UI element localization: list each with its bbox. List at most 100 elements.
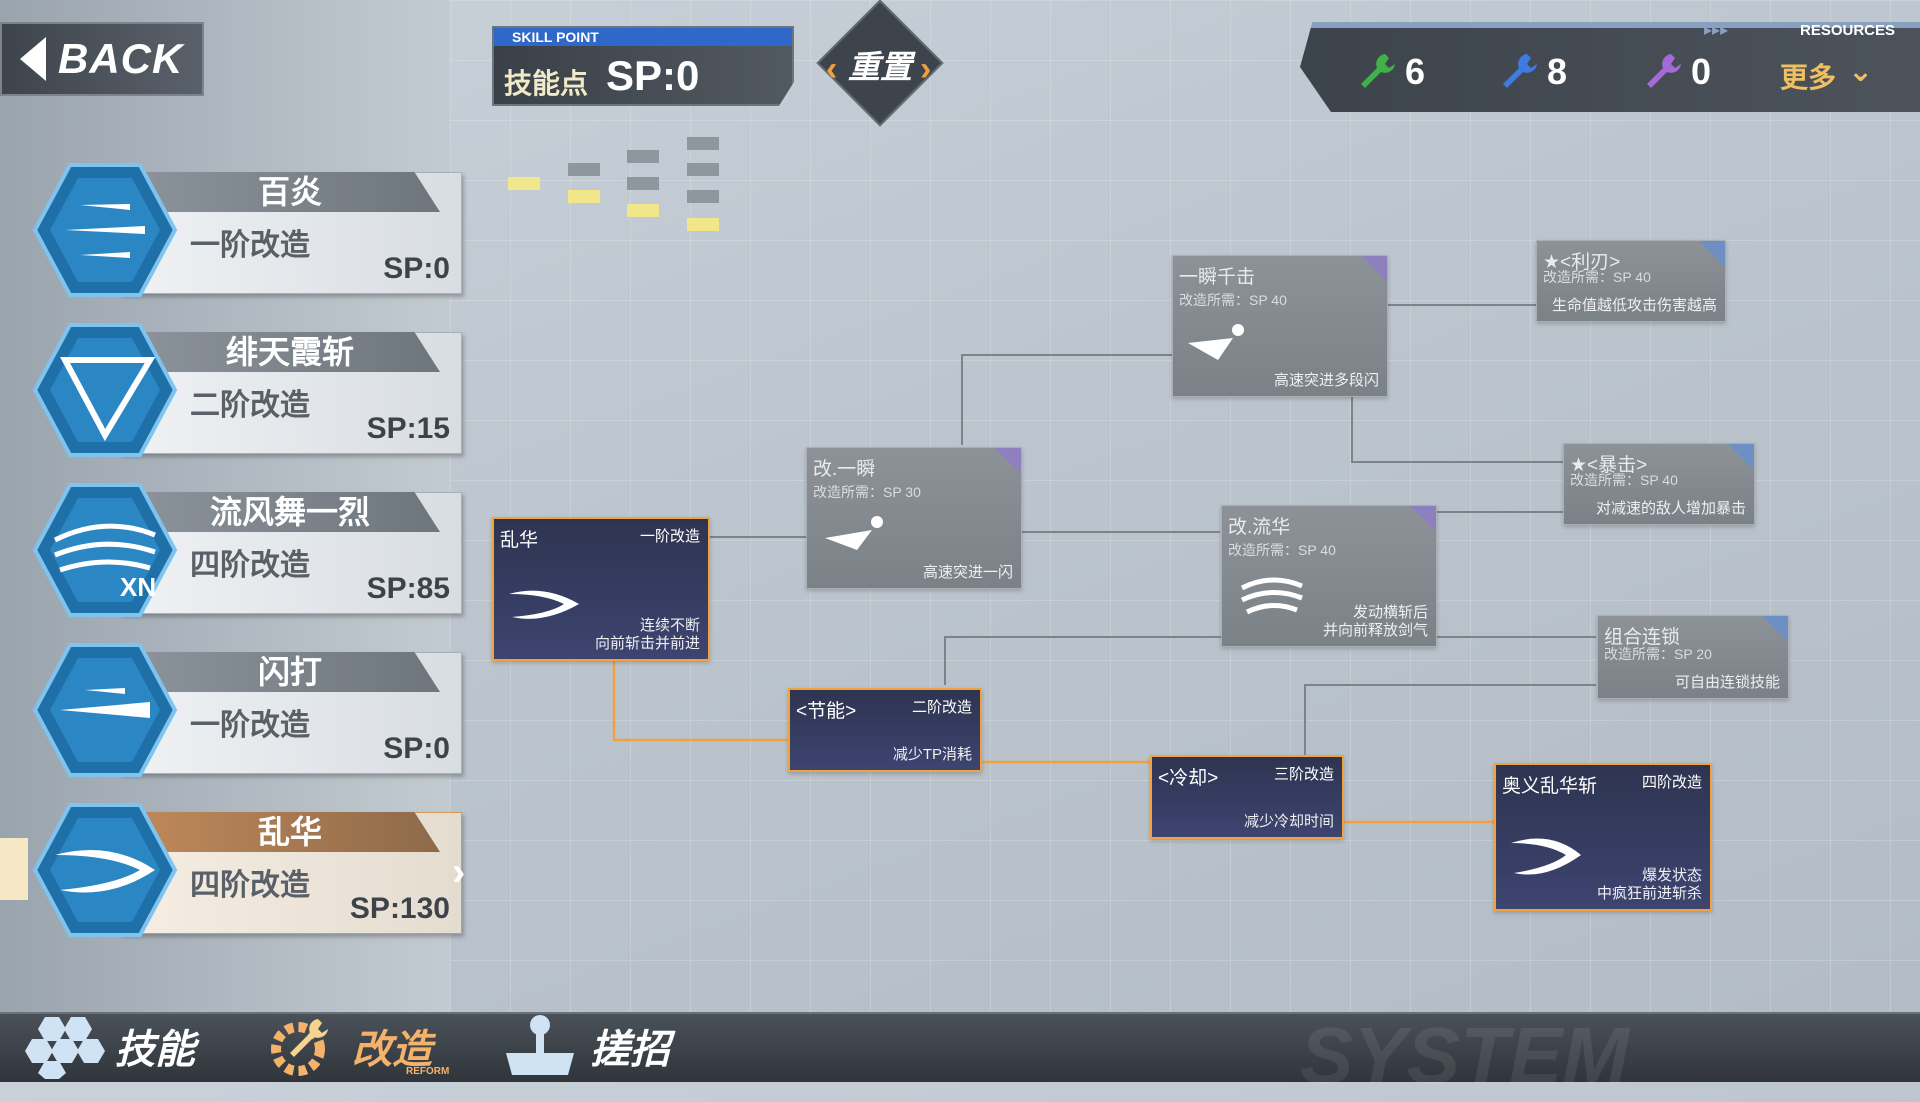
minimap-node — [627, 150, 659, 163]
resource-green[interactable]: 6 — [1355, 50, 1425, 94]
skill-card-feitian[interactable]: 绯天霞斩 二阶改造 SP:15 — [30, 320, 462, 460]
wrench-icon — [1361, 256, 1387, 282]
skill-card-shanda[interactable]: 闪打 一阶改造 SP:0 — [30, 640, 462, 780]
node-lengque[interactable]: <冷却> 三阶改造 减少冷却时间 — [1150, 755, 1344, 839]
sp-tag: SKILL POINT — [512, 29, 599, 45]
wrench-icon — [1762, 616, 1788, 642]
node-cost: 改造所需：SP 40 — [1570, 472, 1678, 488]
hexagon-cluster-icon — [25, 1017, 105, 1079]
node-title: <冷却> — [1158, 768, 1219, 789]
minimap-node — [627, 204, 659, 217]
wrench-icon — [1410, 506, 1436, 532]
desc-line: 连续不断 — [639, 617, 700, 634]
reset-left-arrow-icon: ‹ — [826, 50, 838, 88]
resource-blue[interactable]: 8 — [1497, 50, 1567, 94]
desc-line: 向前斩击并前进 — [594, 635, 700, 652]
skill-card-baiyan[interactable]: 百炎 一阶改造 SP:0 — [30, 160, 462, 300]
chevron-down-icon: ⌄ — [1848, 55, 1874, 88]
nav-skill[interactable]: 技能 — [25, 1012, 195, 1080]
resource-count: 6 — [1405, 51, 1426, 92]
node-tier: 四阶改造 — [1641, 774, 1702, 791]
joystick-icon — [506, 1015, 574, 1075]
minimap-node — [687, 218, 719, 231]
node-desc: 减少TP消耗 — [892, 746, 972, 763]
node-gai-liuhua[interactable]: 改.流华 改造所需：SP 40 发动横斩后 并向前释放剑气 — [1221, 505, 1437, 647]
desc-line: 并向前释放剑气 — [1322, 622, 1428, 639]
skill-sp: SP:130 — [349, 892, 450, 925]
nav-combo[interactable]: 搓招 — [500, 1012, 670, 1080]
wind-slash-icon — [1240, 577, 1303, 615]
skill-card-liufeng[interactable]: 流风舞一烈 四阶改造 SP:85 XN — [30, 480, 462, 620]
resources-panel — [1300, 22, 1920, 112]
resource-count: 8 — [1547, 51, 1568, 92]
node-cost: 改造所需：SP 20 — [1604, 646, 1712, 662]
back-label: BACK — [58, 35, 184, 82]
skill-card-luanhua[interactable]: 乱华 四阶改造 SP:130 — [30, 800, 462, 940]
node-lirenn[interactable]: ★<利刃> 改造所需：SP 40 生命值越低攻击伤害越高 — [1536, 240, 1726, 322]
node-desc: 爆发状态 中疯狂前进斩杀 — [1597, 867, 1702, 903]
node-aoyi-luanhua[interactable]: 奥义乱华斩 四阶改造 爆发状态 中疯狂前进斩杀 — [1494, 763, 1712, 911]
wrench-icon — [995, 448, 1021, 474]
node-zuhe-liansuo[interactable]: 组合连锁 改造所需：SP 20 可自由连锁技能 — [1597, 615, 1789, 699]
node-title: ★<利刃> — [1543, 252, 1621, 273]
green-wrench-icon — [1361, 54, 1395, 88]
node-baoji[interactable]: ★<暴击> 改造所需：SP 40 对减速的敌人增加暴击 — [1563, 443, 1755, 525]
node-cost: 改造所需：SP 40 — [1228, 542, 1336, 558]
nav-label: 技能 — [115, 1028, 195, 1072]
node-desc: 生命值越低攻击伤害越高 — [1551, 297, 1717, 314]
dash-figure-icon — [825, 516, 883, 550]
reset-label[interactable]: 重置 — [847, 49, 912, 85]
back-button[interactable]: BACK — [0, 22, 204, 96]
node-jieneng[interactable]: <节能> 二阶改造 减少TP消耗 — [788, 688, 982, 772]
skill-hex-icon — [32, 163, 178, 297]
skill-name: 绯天霞斩 — [225, 334, 354, 370]
gear-icon — [1699, 241, 1725, 267]
skill-sp: SP:15 — [366, 412, 450, 445]
card-name-bar — [120, 172, 440, 212]
minimap-node — [687, 190, 719, 203]
skill-tier: 二阶改造 — [190, 389, 310, 422]
node-title: 乱华 — [500, 530, 539, 551]
resource-purple[interactable]: 0 — [1641, 50, 1711, 94]
skill-hex-icon — [32, 483, 178, 617]
skill-name: 乱华 — [257, 814, 322, 850]
node-gai-yishun[interactable]: 改.一瞬 改造所需：SP 30 高速突进一闪 — [806, 447, 1022, 589]
node-title: 一瞬千击 — [1179, 267, 1256, 288]
node-desc: 发动横斩后 并向前释放剑气 — [1323, 604, 1428, 640]
skill-sp: SP:0 — [383, 252, 450, 285]
node-luanhua-root[interactable]: 乱华 一阶改造 连续不断 向前斩击并前进 — [492, 517, 710, 661]
nav-sub-label: REFORM — [406, 1066, 450, 1077]
card-name-bar — [120, 492, 440, 532]
minimap-node — [568, 163, 600, 176]
desc-line: 爆发状态 — [1641, 867, 1702, 884]
minimap-node — [508, 177, 540, 190]
back-arrow-icon — [20, 37, 46, 81]
multi-dash-icon — [1188, 324, 1244, 360]
node-title: 奥义乱华斩 — [1502, 776, 1598, 797]
node-cost: 改造所需：SP 30 — [813, 484, 921, 500]
minimap-node — [687, 137, 719, 150]
skill-point-panel: SKILL POINT 技能点 SP:0 — [492, 26, 794, 106]
nav-reform[interactable]: 改造 — [262, 1012, 432, 1080]
skill-name: 百炎 — [257, 174, 322, 210]
sp-value: SP:0 — [606, 52, 700, 99]
skill-hex-icon — [32, 323, 178, 457]
node-tier: 三阶改造 — [1273, 766, 1334, 783]
node-title: 改.流华 — [1228, 517, 1291, 538]
more-button[interactable]: 更多 — [1780, 62, 1837, 93]
chevron-right-icon[interactable]: › — [452, 850, 466, 894]
minimap-node — [568, 190, 600, 203]
nav-label: 改造 — [352, 1028, 432, 1072]
node-title: ★<暴击> — [1570, 455, 1648, 476]
node-desc: 高速突进一闪 — [922, 564, 1013, 581]
node-yishun-qianji[interactable]: 一瞬千击 改造所需：SP 40 高速突进多段闪 — [1172, 255, 1388, 397]
gear-icon — [1728, 444, 1754, 470]
resource-count: 0 — [1691, 51, 1712, 92]
sp-tag-bar — [494, 28, 792, 46]
node-title: 组合连锁 — [1604, 627, 1681, 648]
node-title: 改.一瞬 — [813, 459, 876, 480]
skill-name: 流风舞一烈 — [209, 494, 370, 530]
skill-tier: 一阶改造 — [190, 709, 310, 742]
node-tier: 二阶改造 — [911, 699, 972, 716]
skill-tier: 一阶改造 — [190, 229, 310, 262]
